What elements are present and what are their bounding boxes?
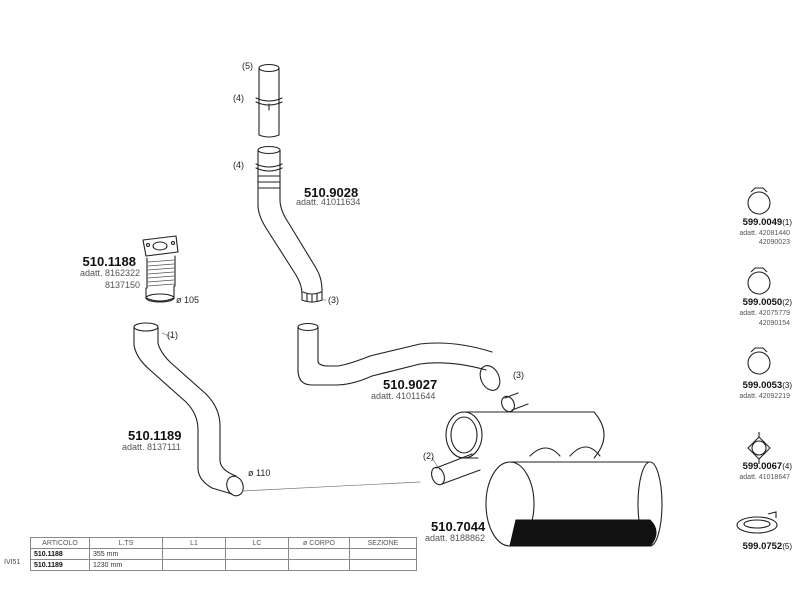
table-cell-lts: 355 mm: [89, 548, 163, 560]
table-header-articolo: ARTICOLO: [30, 537, 90, 549]
side-part-adatt-599-0053: adatt. 42092219: [739, 393, 790, 400]
part-code-510-7044: 510.7044: [431, 519, 486, 534]
connection-line: [241, 481, 421, 492]
part-code-510-9027: 510.9027: [383, 377, 438, 392]
table-header-l1: L1: [162, 537, 226, 549]
table-header-sezione: SEZIONE: [349, 537, 417, 549]
table-cell: [349, 548, 417, 560]
callout-4-lower: (4): [233, 160, 244, 170]
table-header-lc: LC: [225, 537, 289, 549]
side-clamp-icons: [736, 187, 778, 534]
table-cell-article: 510.1189: [30, 559, 90, 571]
part-code-510-1189: 510.1189: [128, 428, 182, 443]
table-cell: [225, 548, 289, 560]
table-header-corpo: ø CORPO: [288, 537, 350, 549]
side-part-code-599-0067: 599.0067(4): [742, 461, 792, 472]
pipe-510-9027: [297, 322, 501, 391]
table-cell: [288, 548, 350, 560]
side-part-adatt-599-0050-2: 42090154: [758, 320, 790, 327]
part-adatt-510-1189: adatt. 8137111: [122, 442, 181, 452]
diameter-label-105: ø 105: [176, 295, 200, 305]
part-code-510-1188: 510.1188: [82, 254, 136, 269]
table-row: 510.1189 1230 mm: [30, 559, 417, 571]
side-part-code-599-0053: 599.0053(3): [742, 380, 792, 391]
table-cell: [288, 559, 350, 571]
clamp-icon-2: [747, 267, 771, 295]
silencer-shadow: [509, 519, 657, 547]
part-adatt-510-9028: adatt. 41011634: [296, 197, 361, 207]
flexpipe-510-1188: [142, 235, 179, 303]
table-header-row: ARTICOLO L.TS L1 LC ø CORPO SEZIONE: [30, 537, 417, 549]
side-part-code-599-0049: 599.0049(1): [742, 217, 792, 228]
part-code-510-9028: 510.9028: [304, 185, 359, 200]
pipe-510-1189: [133, 322, 244, 497]
table-cell-lts: 1230 mm: [89, 559, 163, 571]
table-cell: [225, 559, 289, 571]
callout-5: (5): [242, 61, 253, 71]
side-part-code-599-0050: 599.0050(2): [742, 297, 792, 308]
flexpipe-corrugation: [147, 259, 175, 287]
side-part-code-599-0752: 599.0752(5): [742, 541, 792, 552]
callout-2: (2): [423, 451, 434, 461]
table-cell: [162, 548, 226, 560]
table-row: 510.1188 355 mm: [30, 548, 417, 560]
diameter-label-110: ø 110: [248, 468, 271, 478]
callout-3-lower: (3): [513, 370, 524, 380]
part-adatt-510-7044: adatt. 8188862: [425, 533, 486, 543]
table-cell: [349, 559, 417, 571]
clamp-icon-1: [747, 187, 771, 215]
side-part-adatt-599-0050: adatt. 42075779: [739, 310, 790, 317]
callout-1: (1): [167, 330, 178, 340]
side-part-adatt-599-0067: adatt. 41018647: [739, 474, 790, 481]
part-adatt-510-1188: adatt. 8162322: [79, 268, 140, 278]
clamp-icon-4: [747, 432, 771, 464]
table-cell: [162, 559, 226, 571]
pipe-510-9028-upper: [255, 63, 283, 138]
table-header-lts: L.TS: [89, 537, 163, 549]
table-side-label: IVI51: [4, 559, 21, 566]
gasket-icon-5: [736, 511, 778, 534]
spec-table: ARTICOLO L.TS L1 LC ø CORPO SEZIONE 510.…: [30, 537, 417, 571]
part-adatt-510-9027: adatt. 41011644: [371, 391, 436, 401]
callout-3-upper: (3): [328, 295, 339, 305]
side-part-adatt-599-0049: adatt. 42081440: [739, 230, 790, 237]
callout-4-upper: (4): [233, 93, 244, 103]
clamp-icon-3: [747, 347, 771, 375]
pipe-510-9028: [255, 145, 323, 303]
side-part-adatt-599-0049-2: 42090023: [758, 239, 790, 246]
part-adatt-510-1188-2: 8137150: [104, 280, 140, 290]
table-cell-article: 510.1188: [30, 548, 90, 560]
